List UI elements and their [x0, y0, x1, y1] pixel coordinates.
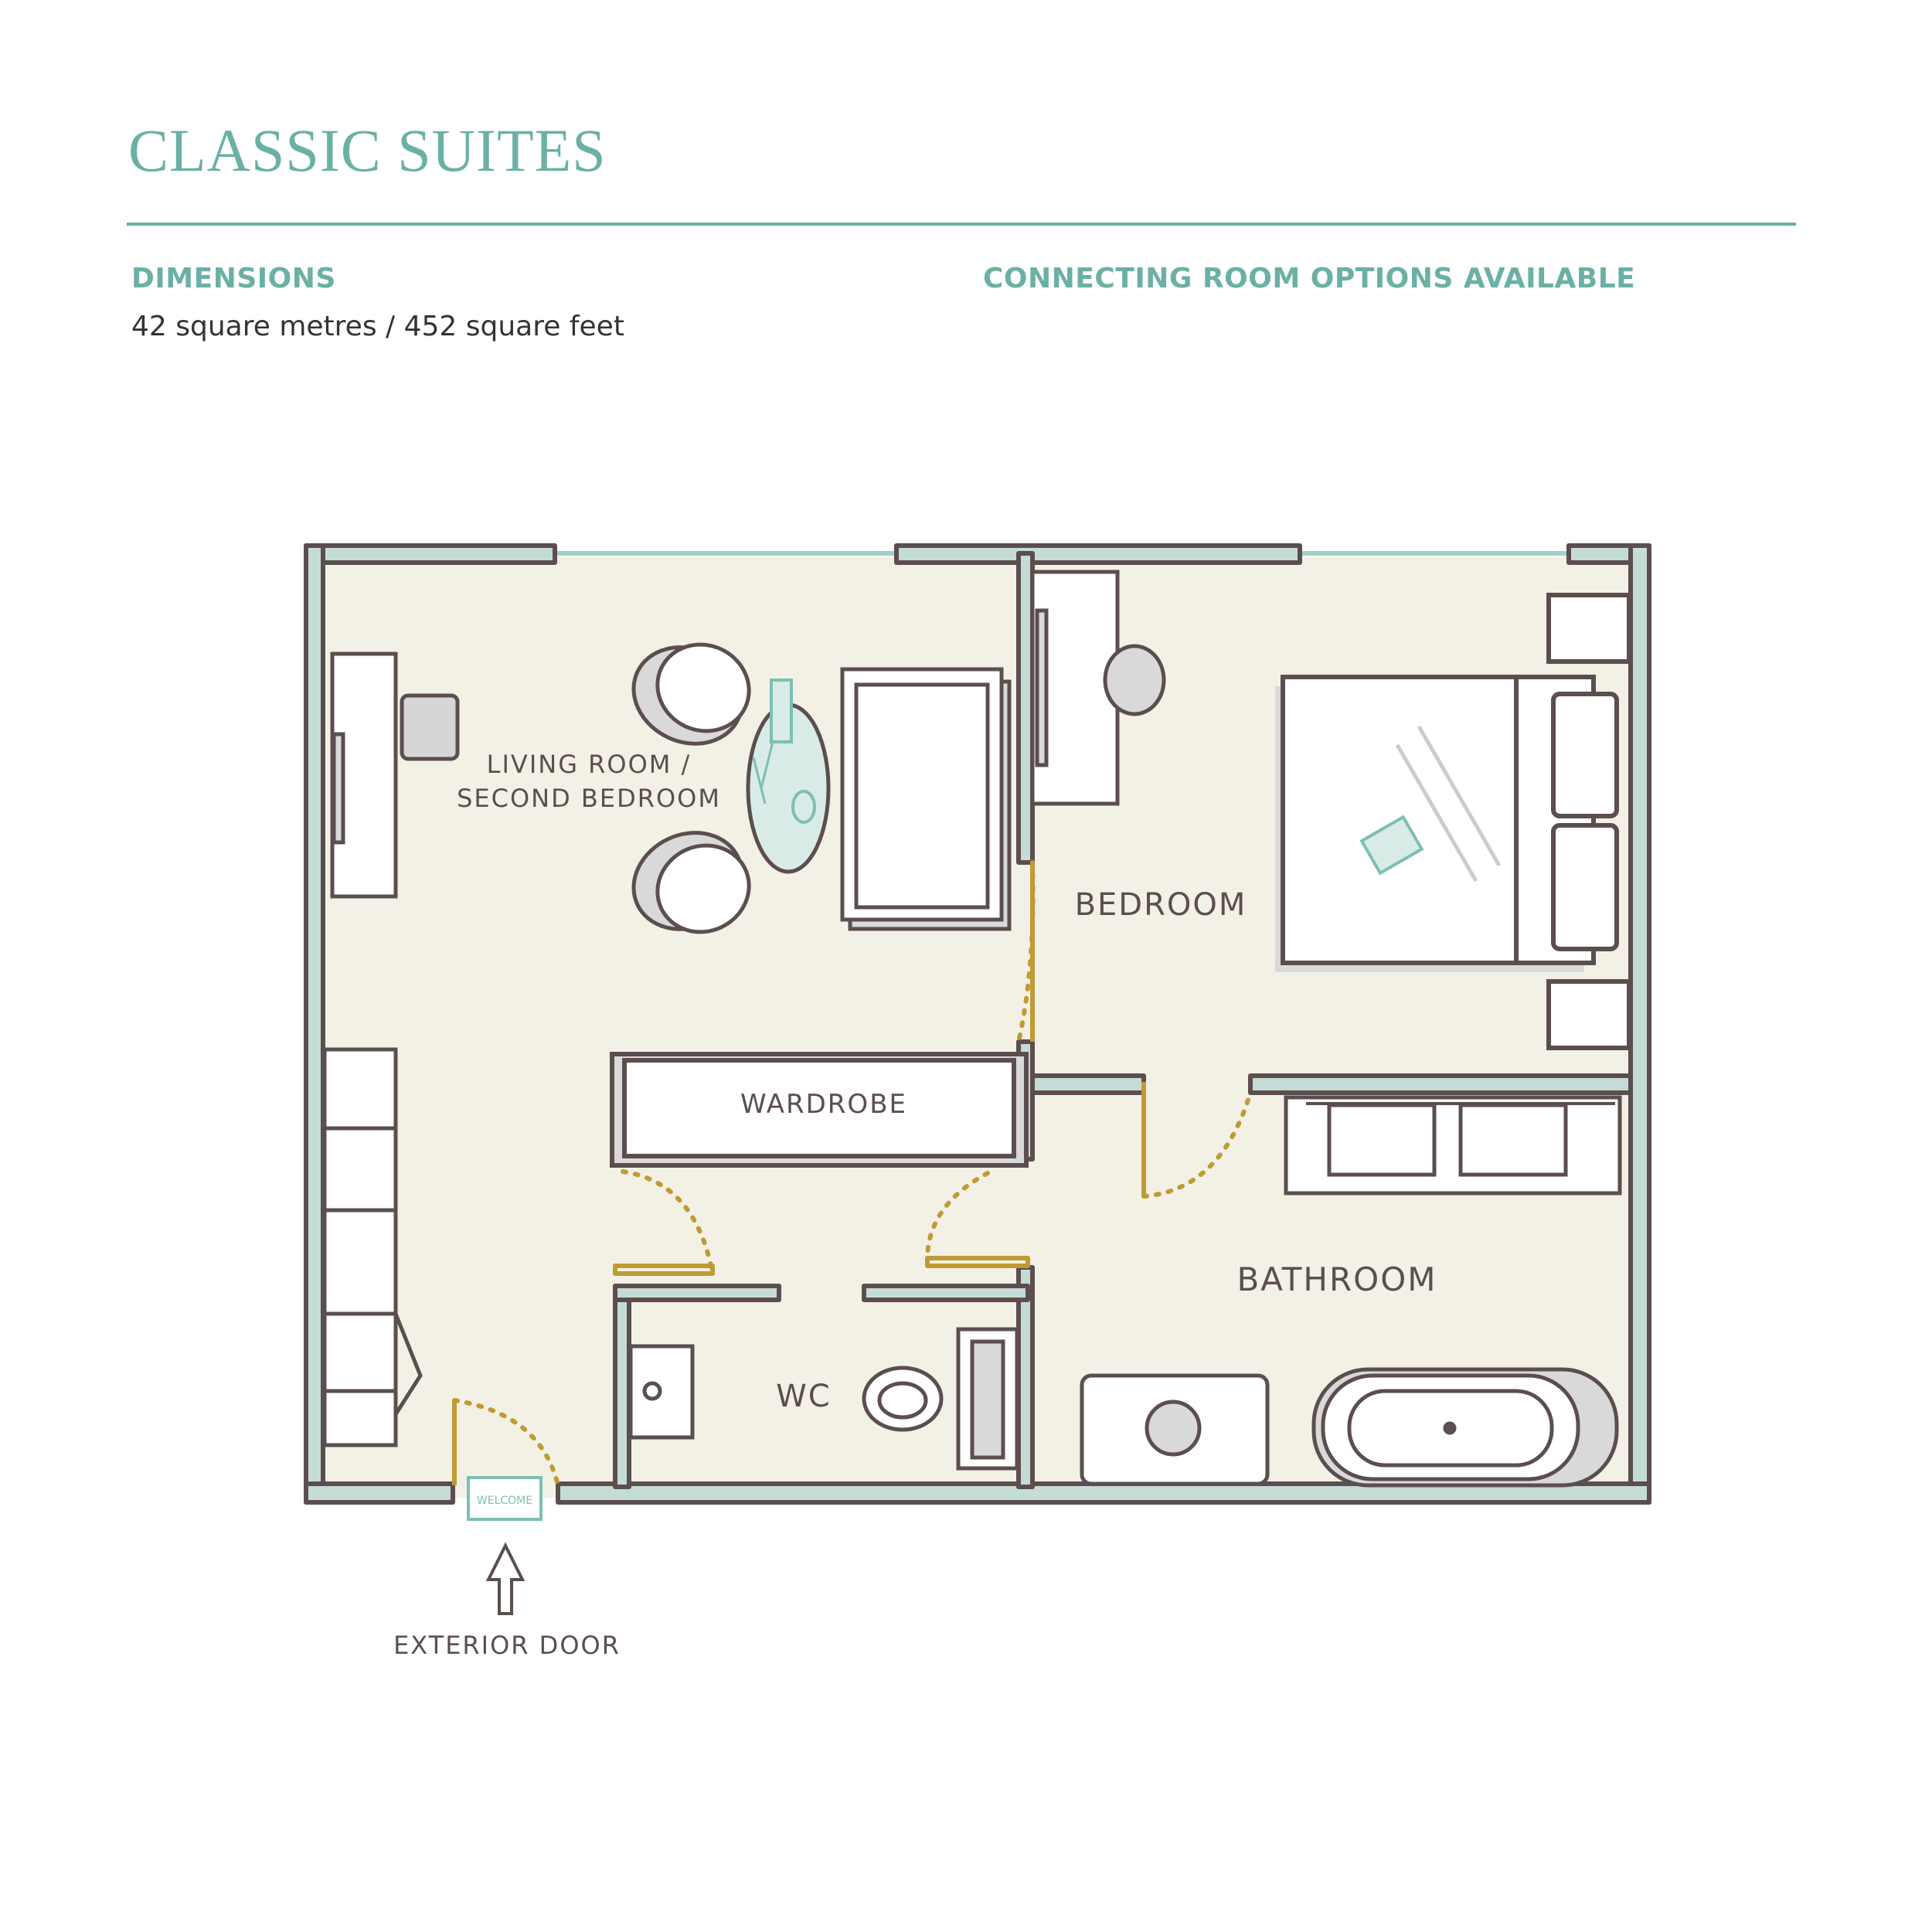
walls — [304, 543, 1651, 1505]
vanity — [1284, 1095, 1622, 1196]
living-desk — [330, 651, 460, 899]
dimensions-label: DIMENSIONS — [131, 263, 336, 294]
daybed — [322, 1047, 423, 1447]
coffee-table — [746, 679, 831, 874]
armchairs — [631, 642, 751, 934]
bathtub — [1311, 1367, 1619, 1488]
title-divider — [127, 223, 1796, 226]
room-label-bathroom: BATHROOM — [1236, 1260, 1437, 1298]
room-label-living-line2: SECOND BEDROOM — [457, 784, 721, 813]
exterior-door-label: EXTERIOR DOOR — [393, 1631, 621, 1660]
room-label-living-line1: LIVING ROOM / — [487, 750, 692, 779]
room-label-bedroom: BEDROOM — [1075, 887, 1247, 923]
entry-arrow-icon — [485, 1542, 526, 1615]
room-label-wc: WC — [776, 1379, 831, 1414]
sofa — [840, 667, 1012, 931]
bedroom-desk — [1030, 570, 1166, 806]
dimensions-value: 42 square metres / 452 square feet — [131, 311, 624, 342]
shower-tray — [1080, 1373, 1270, 1486]
bed — [1275, 593, 1631, 1050]
connecting-rooms-label: CONNECTING ROOM OPTIONS AVAILABLE — [983, 263, 1636, 294]
wc-fixtures — [628, 1327, 1019, 1471]
welcome-mat: WELCOME — [467, 1476, 543, 1521]
doors — [452, 860, 1253, 1488]
page-title: CLASSIC SUITES — [128, 117, 607, 184]
room-label-wardrobe: WARDROBE — [740, 1089, 907, 1120]
wardrobe — [610, 1052, 1029, 1168]
mat-text: WELCOME — [477, 1495, 532, 1507]
